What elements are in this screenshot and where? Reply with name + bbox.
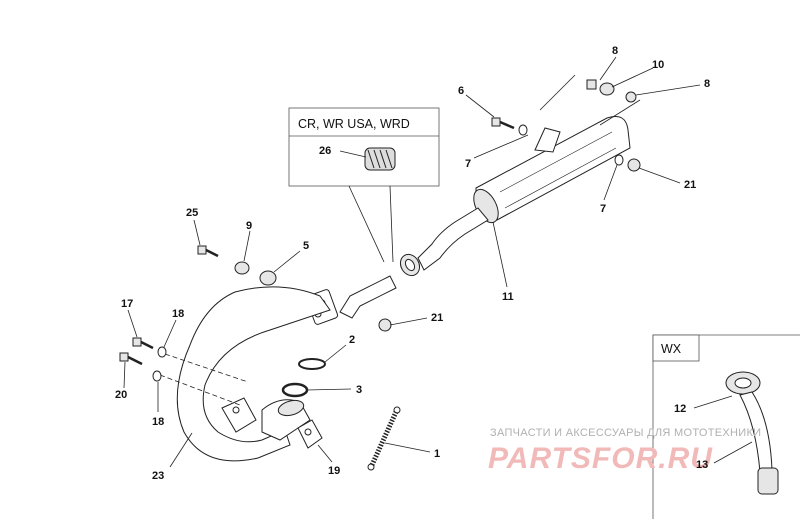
spring-1	[367, 406, 401, 471]
callout-25: 25	[186, 207, 198, 219]
callout-2: 2	[349, 334, 355, 346]
callout-21b: 21	[684, 179, 696, 191]
callout-1: 1	[434, 448, 440, 460]
watermark-brand: PARTSFOR.RU	[488, 442, 713, 475]
callout-26: 26	[319, 145, 331, 157]
callout-21a: 21	[431, 312, 443, 324]
watermark-tagline: ЗАПЧАСТИ И АКСЕССУАРЫ ДЛЯ МОТОТЕХНИКИ	[490, 427, 761, 439]
callout-20: 20	[115, 389, 127, 401]
callout-17: 17	[121, 298, 133, 310]
fasteners-left	[119, 245, 277, 382]
variant-box: CR, WR USA, WRD	[288, 107, 440, 263]
nut-21a	[378, 318, 392, 332]
callout-10: 10	[652, 59, 664, 71]
wx-box: WX	[652, 334, 800, 519]
expansion-chamber-23	[176, 286, 331, 462]
callout-19: 19	[328, 465, 340, 477]
spring-26	[364, 147, 396, 171]
callout-13: 13	[696, 459, 708, 471]
callout-8a: 8	[612, 45, 618, 57]
callout-11: 11	[502, 291, 514, 303]
wx-end-cap-part	[725, 371, 779, 495]
callout-18a: 18	[172, 308, 184, 320]
callout-6: 6	[458, 85, 464, 97]
callout-3: 3	[356, 384, 362, 396]
callout-8b: 8	[704, 78, 710, 90]
wx-box-title: WX	[661, 342, 682, 356]
callout-5: 5	[303, 240, 309, 252]
gasket-3	[281, 382, 309, 398]
callout-12: 12	[674, 403, 686, 415]
fasteners-top-right	[491, 79, 641, 172]
callout-9: 9	[246, 220, 252, 232]
callout-23: 23	[152, 470, 164, 482]
silencer-11	[399, 116, 631, 277]
o-ring-2	[298, 358, 326, 370]
callout-7b: 7	[600, 203, 606, 215]
callout-7a: 7	[465, 158, 471, 170]
variant-box-title: CR, WR USA, WRD	[298, 117, 410, 131]
callout-18b: 18	[152, 416, 164, 428]
